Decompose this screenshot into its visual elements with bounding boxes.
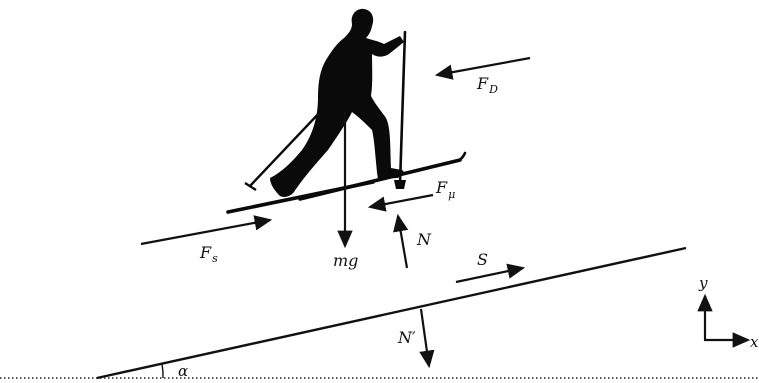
displacement-arrow: [455, 263, 526, 284]
drag-force-subscript: D: [488, 83, 498, 96]
ski-force-arrow: [140, 215, 273, 246]
weight-label: mg: [333, 251, 358, 270]
friction-force-subscript: μ: [448, 188, 455, 201]
normal-reaction-label: N′: [397, 328, 416, 347]
friction-force-arrow: [367, 193, 434, 212]
ski-force-label: Fs: [199, 243, 218, 265]
ski-force-subscript: s: [212, 252, 218, 265]
skier-icon: [226, 8, 467, 214]
drag-force-label: FD: [476, 74, 498, 96]
normal-reaction-arrow: [419, 308, 435, 369]
angle-arc: [161, 363, 164, 379]
displacement-label: S: [477, 250, 488, 269]
slope-line: [96, 246, 687, 380]
normal-force-label: N: [416, 230, 432, 249]
angle-label: α: [178, 362, 188, 380]
friction-force-label: Fμ: [435, 178, 455, 201]
normal-force-arrow: [393, 213, 409, 269]
drag-force-arrow: [434, 56, 531, 80]
y-axis-label: y: [698, 274, 708, 292]
coordinate-axes: y x: [697, 274, 759, 351]
x-axis-label: x: [750, 333, 759, 351]
